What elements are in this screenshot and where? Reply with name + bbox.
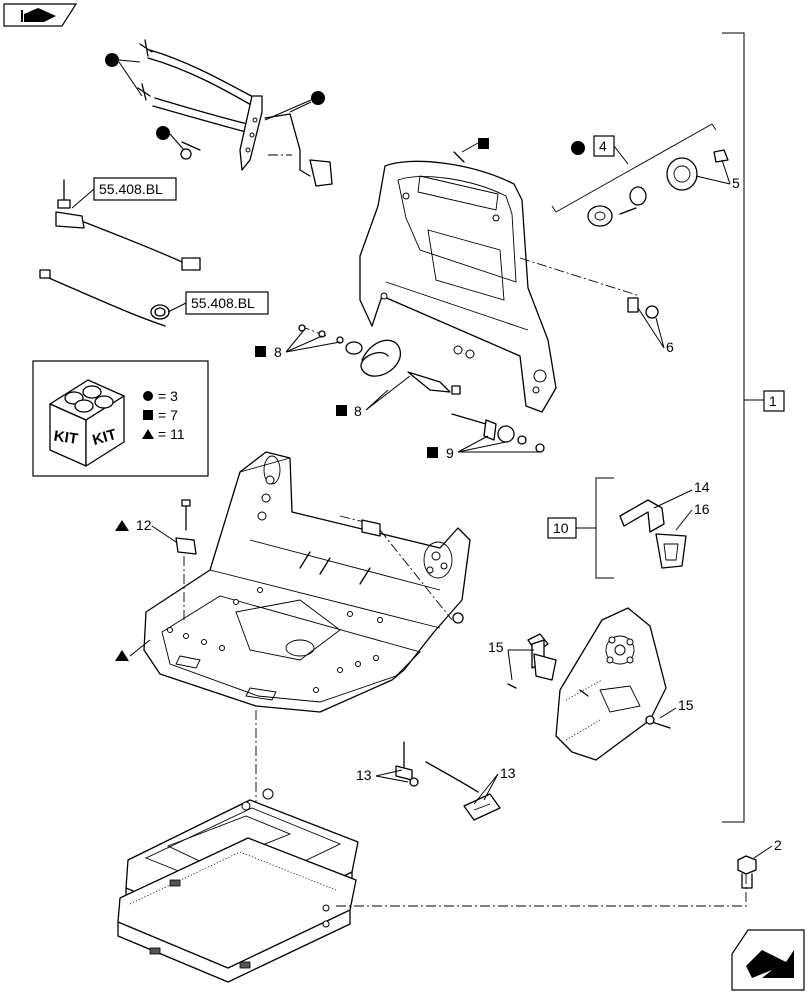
ref-14-label: 14 bbox=[694, 479, 710, 495]
svg-text:55.408.BL: 55.408.BL bbox=[191, 295, 255, 311]
ref-9-label: 9 bbox=[446, 445, 454, 461]
ref-1-box bbox=[763, 390, 785, 412]
bracket-part-14 bbox=[619, 499, 665, 533]
kit-square-marker bbox=[427, 447, 438, 458]
kit-triangle-marker bbox=[115, 520, 129, 531]
legend-square-icon bbox=[143, 410, 153, 420]
legend-square-qty: = 7 bbox=[158, 407, 178, 423]
backrest-frame bbox=[359, 151, 557, 413]
ref-1-label: 1 bbox=[769, 393, 777, 409]
group-10-bracket bbox=[576, 477, 614, 579]
ref-15b-label: 15 bbox=[678, 697, 694, 713]
wiring-harness-top bbox=[55, 179, 201, 271]
seat-pan-frame bbox=[143, 451, 471, 713]
kit-text-right: KIT bbox=[91, 426, 119, 449]
adjuster-part-15 bbox=[507, 633, 671, 729]
kit-circle-marker bbox=[105, 53, 119, 67]
ref-6-label: 6 bbox=[666, 339, 674, 355]
ref-10-label: 10 bbox=[553, 520, 569, 536]
previous-page-arrow-icon[interactable] bbox=[3, 3, 78, 27]
bolt-hardware-9 bbox=[451, 413, 545, 453]
legend-circle-icon bbox=[143, 391, 153, 401]
screw-part-12 bbox=[175, 499, 197, 622]
kit-circle-marker bbox=[571, 141, 585, 155]
ref-8a-label: 8 bbox=[274, 344, 282, 360]
kit-triangle-marker bbox=[115, 650, 129, 661]
clip-part-16 bbox=[655, 533, 687, 569]
switch-part-13 bbox=[395, 741, 501, 821]
ref-8b-label: 8 bbox=[354, 403, 362, 419]
kit-square-marker bbox=[478, 138, 489, 149]
next-page-arrow-icon[interactable] bbox=[731, 929, 805, 991]
ref-2-label: 2 bbox=[774, 837, 782, 853]
ref-5-label: 5 bbox=[732, 175, 740, 191]
legend-circle-qty: = 3 bbox=[158, 388, 178, 404]
legend-triangle-qty: = 11 bbox=[158, 426, 185, 442]
ref-10-box bbox=[547, 517, 577, 539]
bolt-part-2 bbox=[737, 855, 757, 889]
kit-legend-box: KIT KIT = 3 = 7 = 11 bbox=[32, 360, 209, 477]
lumbar-spring-assembly bbox=[137, 39, 333, 187]
wiring-harness-middle bbox=[39, 269, 170, 327]
assembly-bracket bbox=[722, 32, 764, 823]
recliner-mechanism bbox=[519, 123, 729, 319]
ref-13a-label: 13 bbox=[356, 767, 372, 783]
ref-13b-label: 13 bbox=[500, 765, 516, 781]
kit-square-marker bbox=[255, 346, 266, 357]
kit-square-marker bbox=[336, 405, 347, 416]
ref-12-label: 12 bbox=[136, 517, 152, 533]
cross-ref-middle[interactable]: 55.408.BL bbox=[185, 291, 269, 315]
svg-text:55.408.BL: 55.408.BL bbox=[99, 181, 163, 197]
side-shield bbox=[555, 607, 667, 761]
legend-triangle-icon bbox=[142, 429, 154, 439]
kit-circle-marker bbox=[156, 126, 170, 140]
cross-ref-top[interactable]: 55.408.BL bbox=[93, 177, 177, 201]
ref-4-label: 4 bbox=[599, 138, 607, 154]
ref-16-label: 16 bbox=[694, 501, 710, 517]
pivot-hardware-8 bbox=[298, 324, 461, 395]
ref-15a-label: 15 bbox=[488, 639, 504, 655]
kit-circle-marker bbox=[311, 91, 325, 105]
kit-text-left: KIT bbox=[53, 428, 79, 448]
seat-base-suspension bbox=[117, 710, 359, 983]
